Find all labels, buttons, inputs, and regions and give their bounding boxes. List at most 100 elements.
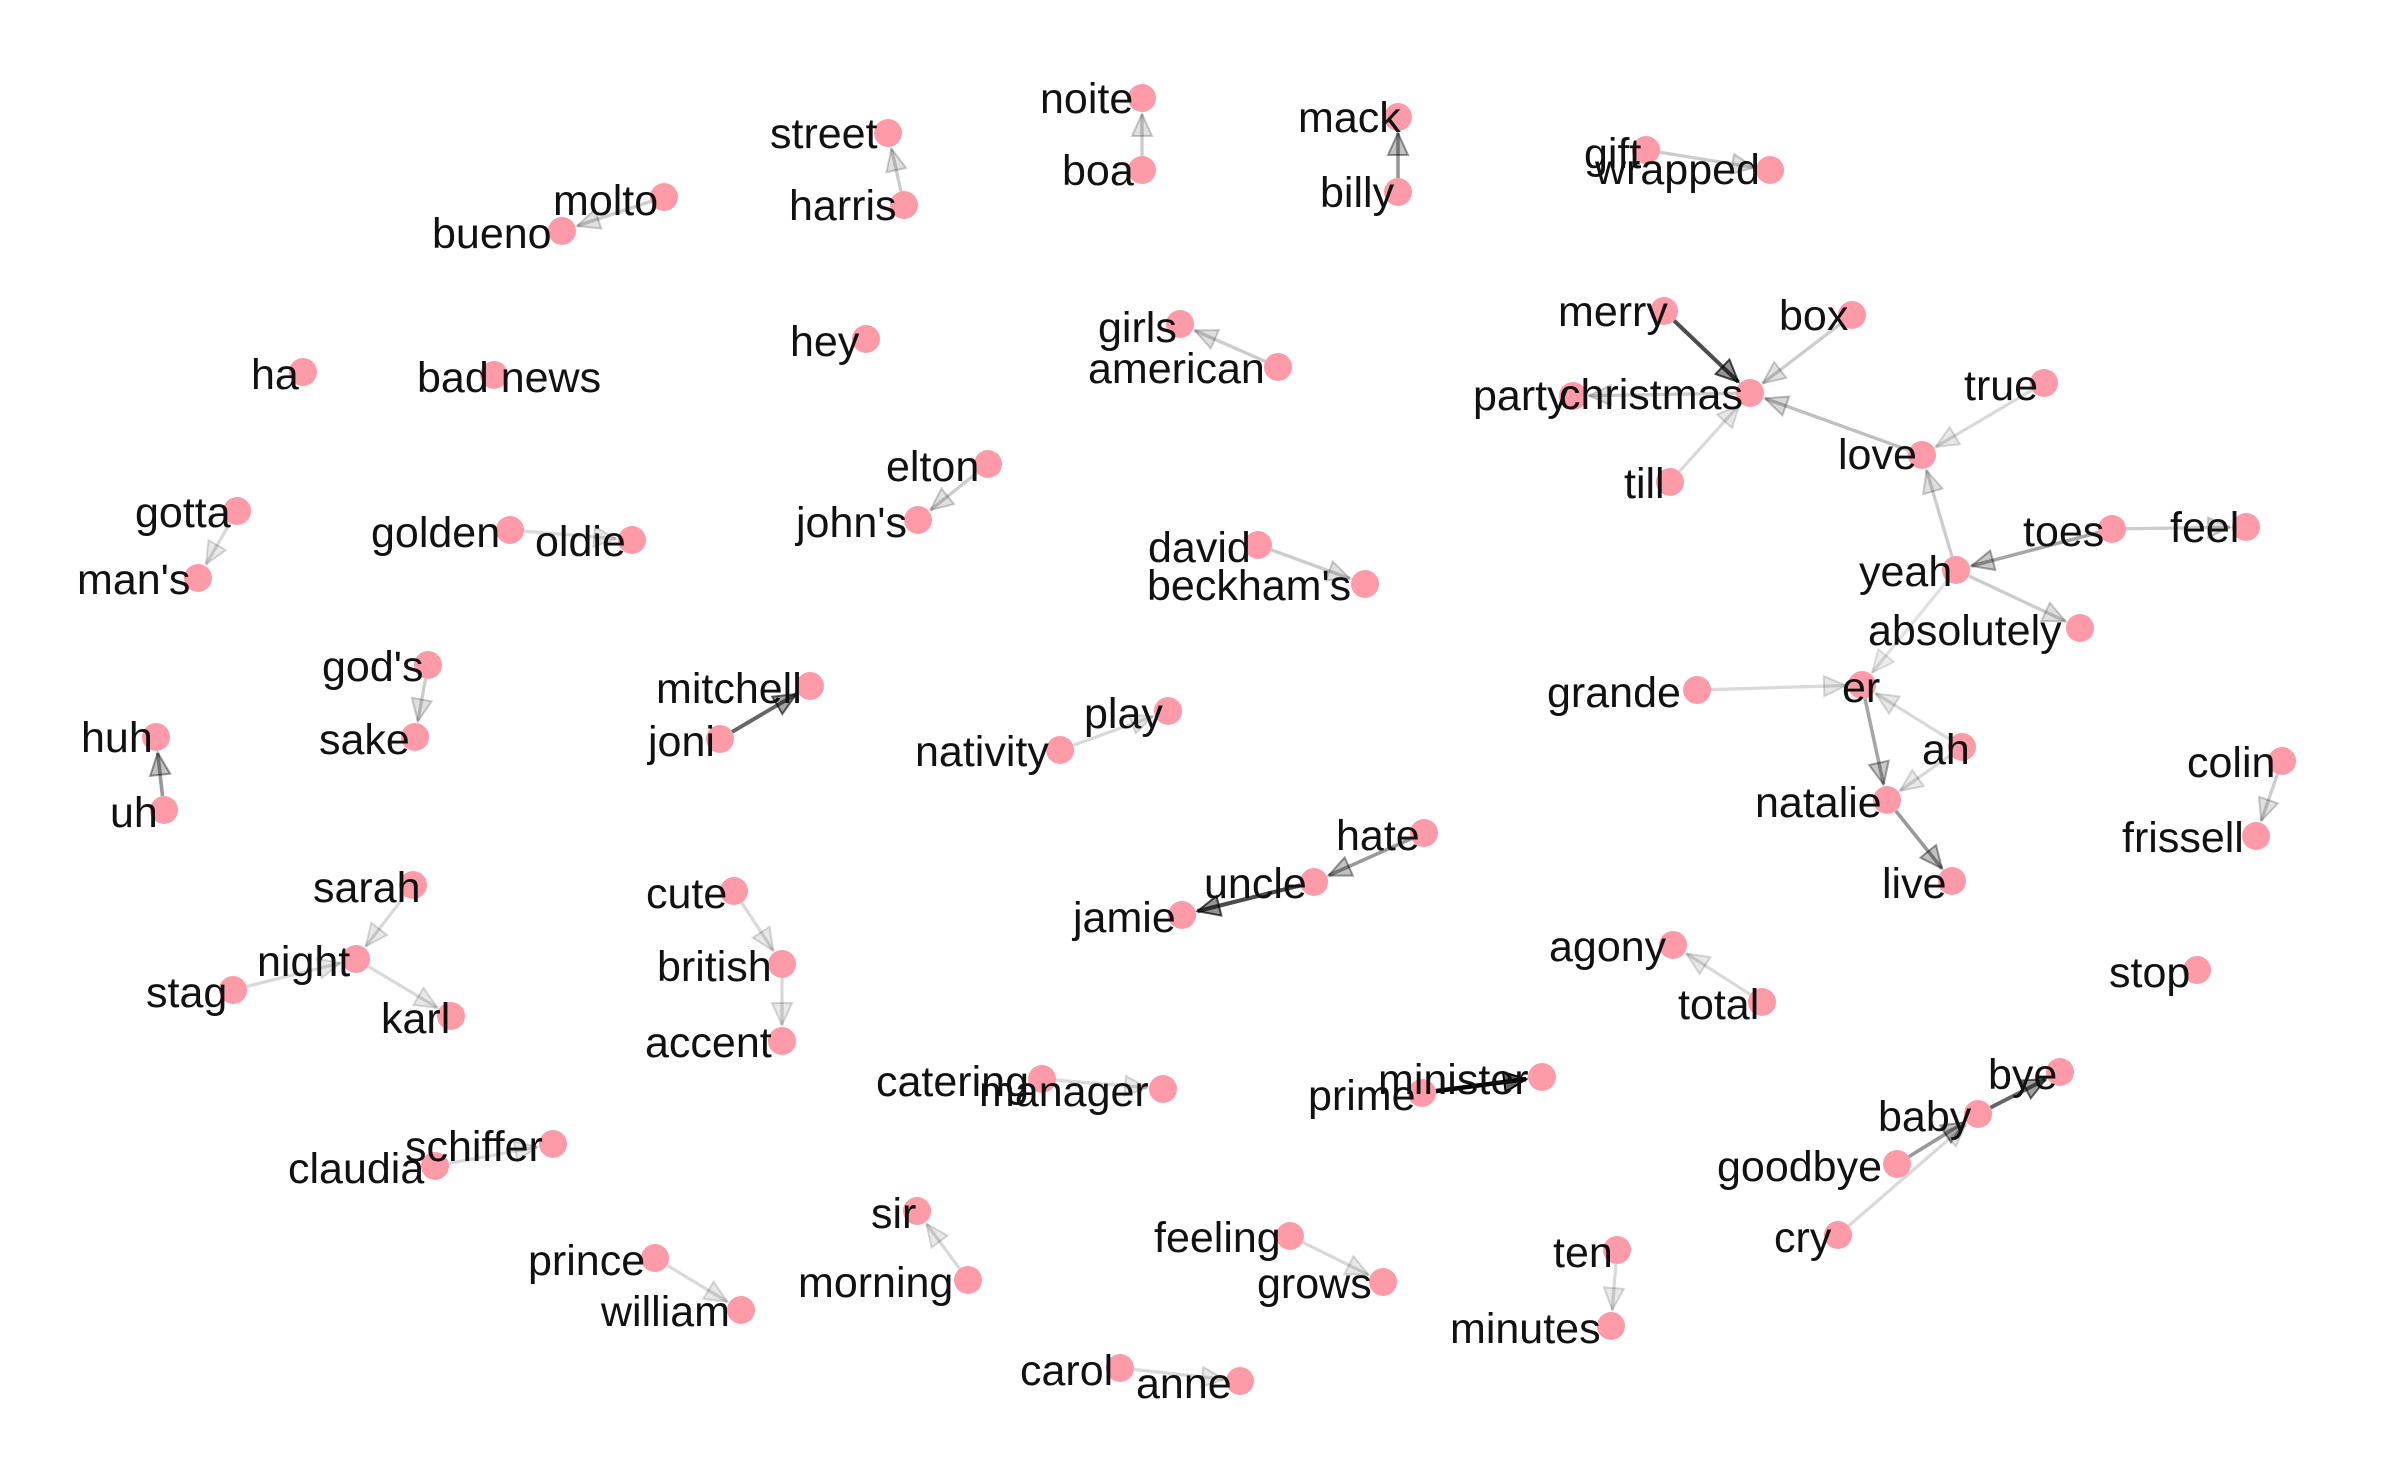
node-label-feeling: feeling [1154,1214,1281,1262]
node-boa [1128,156,1156,184]
node-goodbye [1883,1150,1911,1178]
edge-arrowhead [1933,425,1962,449]
node-schiffer [539,1130,567,1158]
edge-claudia-schiffer [448,1145,538,1166]
node-carol [1106,1354,1134,1382]
node-label-minister: minister [1378,1056,1529,1104]
edge-grande-er [1710,683,1847,692]
node-label-mack: mack [1298,94,1401,142]
edge-arrowhead [1123,1074,1150,1098]
node-label-agony: agony [1549,923,1667,971]
node-william [727,1296,755,1324]
node-label-night: night [257,938,350,986]
node-label-david: david [1148,524,1251,572]
node-stop [2183,956,2211,984]
edge-arrowhead [2257,795,2280,824]
edge-morning-sir [925,1222,961,1270]
edge-arrowhead [928,486,956,512]
edge-arrowhead [2206,516,2233,540]
node-label-uh: uh [110,789,158,837]
node-anne [1226,1367,1254,1395]
edge-hate-uncle [1327,837,1412,878]
node-uncle [1300,868,1328,896]
edge-prince-william [666,1263,729,1304]
edge-arrowhead [885,146,908,174]
edge-arrowhead [411,986,440,1010]
node-jamie [1168,901,1196,929]
node-minister [1528,1063,1556,1091]
node-label-ten: ten [1553,1229,1613,1277]
edge-arrowhead [1199,1365,1227,1389]
node-beckham-s [1351,570,1379,598]
node-nativity [1046,736,1074,764]
node-label-sarah: sarah [313,864,421,912]
node-label-joni: joni [646,718,715,766]
node-label-yeah: yeah [1859,548,1952,596]
node-label-uncle: uncle [1204,860,1307,908]
node-label-merry: merry [1558,288,1668,336]
edge-arrowhead [592,525,619,549]
edge-david-beckhams [1270,548,1351,581]
node-label-true: true [1964,362,2038,410]
node-label-sir: sir [871,1190,916,1238]
node-absolutely [2066,614,2094,642]
node-label-stop: stop [2109,949,2190,997]
edge-harris-street [889,148,903,192]
node-till [1656,468,1684,496]
edge-toes-feel [2125,525,2231,531]
node-agony [1659,931,1687,959]
node-mitchell [796,672,824,700]
node-live [1938,867,1966,895]
node-label-claudia: claudia [288,1145,424,1193]
node-label-british: british [657,943,772,991]
node-label-billy: billy [1320,169,1395,217]
edge-arrowhead [1918,843,1944,871]
edge-arrowhead [410,696,434,724]
node-golden [496,516,524,544]
node-er [1848,671,1876,699]
node-label-john-s: john's [794,499,907,547]
node-label-mitchell: mitchell [656,665,802,713]
node-label-catering: catering [876,1058,1029,1106]
node-label-play: play [1084,690,1163,738]
node-label-man-s: man's [77,556,190,604]
node-label-anne: anne [1136,1360,1232,1408]
node-sake [401,723,429,751]
node-sarah [399,871,427,899]
edge-ten-minutes [1610,1263,1618,1311]
node-label-prince: prince [528,1237,645,1285]
node-label-stag: stag [146,969,227,1017]
node-label-toes: toes [2023,508,2104,556]
edge-arrowhead [2020,1078,2048,1101]
node-label-grows: grows [1257,1260,1372,1308]
edge-arrowhead [364,921,389,949]
edge-arrowhead [1938,1121,1967,1145]
edge-baby-bye [1989,1077,2047,1110]
node-label-gift: gift [1584,130,1641,178]
edge-gift-wrapped [1659,150,1755,170]
edge-sarah-night [364,895,406,948]
node-label-manager: manager [979,1068,1149,1116]
node-ten [1603,1236,1631,1264]
node-colin [2268,747,2296,775]
edge-arrowhead [1326,855,1355,877]
node-label-carol: carol [1020,1347,1113,1395]
edge-arrowhead [1713,357,1741,384]
edge-arrowhead [1762,395,1791,418]
node-frissell [2242,822,2270,850]
node-morning [954,1266,982,1294]
node-cute [720,877,748,905]
edge-box-christmas [1761,322,1842,385]
node-label-nativity: nativity [915,728,1049,776]
edge-ah-natalie [1899,753,1952,793]
edge-arrowhead [1921,468,1945,496]
node-mack [1384,103,1412,131]
node-label-er: er [1842,664,1880,712]
node-harris [890,191,918,219]
edge-arrowhead [315,957,343,980]
edge-cry-baby [1847,1123,1967,1228]
node-uh [150,796,178,824]
edge-gods-sake [416,678,428,722]
node-manager [1149,1075,1177,1103]
edge-total-agony [1685,952,1752,996]
